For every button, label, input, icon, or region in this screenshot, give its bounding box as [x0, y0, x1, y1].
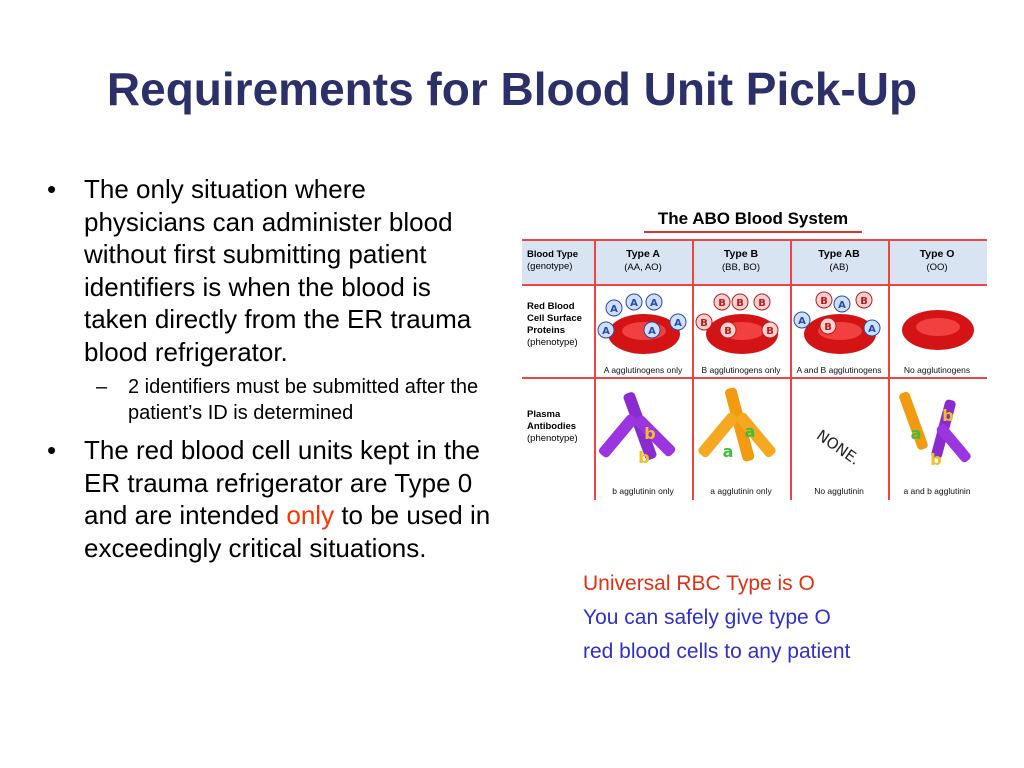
svg-text:B: B: [758, 298, 766, 309]
svg-text:A: A: [650, 298, 658, 309]
abo-blood-system-figure: The ABO Blood System Blood Type (genotyp…: [522, 205, 987, 500]
col-genotype: (OO): [926, 262, 948, 273]
svg-text:a: a: [723, 442, 734, 461]
row-label-rbc: Red Blood Cell Surface Proteins (phenoty…: [527, 301, 582, 349]
antigen-caption: A and B agglutinogens: [796, 365, 882, 375]
antibody-icon: [899, 391, 971, 463]
row-label-text: Cell Surface: [527, 313, 582, 324]
slide-title: Requirements for Blood Unit Pick-Up: [106, 63, 918, 115]
svg-text:A: A: [798, 316, 806, 327]
antibody-caption: No agglutinin: [814, 486, 864, 496]
grid-line: [522, 239, 987, 241]
antibody-caption: a agglutinin only: [710, 486, 772, 496]
grid-line: [522, 284, 987, 286]
antigen-caption: A agglutinogens only: [603, 365, 683, 375]
svg-text:B: B: [860, 296, 868, 307]
svg-text:B: B: [766, 326, 774, 337]
bullet-text-1: The only situation where physicians can …: [84, 174, 472, 367]
row-label-sub: (phenotype): [527, 337, 578, 348]
rbc-type-a-illustration: A A A A A A: [597, 293, 687, 354]
svg-text:A: A: [838, 300, 846, 311]
rbc-type-ab-illustration: B A B A B A: [793, 291, 881, 354]
row-label-text: Proteins: [527, 325, 566, 336]
col-genotype: (AB): [829, 262, 849, 273]
row-label-text: Blood Type: [527, 249, 579, 260]
col-header-type-b: Type B (BB, BO): [692, 247, 790, 275]
svg-text:B: B: [724, 326, 732, 337]
antibody-caption: a and b agglutinin: [903, 486, 971, 496]
svg-text:B: B: [824, 322, 832, 333]
note-line-3: red blood cells to any patient: [583, 640, 851, 663]
row-label-sub: (phenotype): [527, 433, 578, 444]
abo-header-row: [522, 241, 987, 284]
grid-line: [888, 239, 890, 500]
svg-text:b: b: [930, 450, 941, 469]
row-label-sub: (genotype): [527, 261, 573, 272]
svg-text:a: a: [911, 424, 922, 443]
grid-line: [790, 239, 792, 500]
svg-text:A: A: [674, 318, 682, 329]
grid-line: [692, 239, 694, 500]
svg-text:a: a: [745, 422, 756, 441]
bullet-text-2-end: to be used in exceedingly critical situa…: [84, 500, 491, 563]
svg-text:B: B: [700, 318, 708, 329]
col-header-type-a: Type A (AA, AO): [594, 247, 692, 275]
svg-text:b: b: [942, 406, 953, 425]
antigen-caption: No agglutinogens: [903, 365, 971, 375]
none-label: NONE.: [813, 426, 863, 469]
col-genotype: (BB, BO): [721, 262, 760, 273]
col-header-type-o: Type O (OO): [888, 247, 986, 275]
svg-text:A: A: [630, 298, 638, 309]
row-label-plasma: Plasma Antibodies (phenotype): [527, 409, 578, 445]
svg-text:b: b: [644, 424, 655, 443]
sub-bullet-marker: –: [96, 376, 108, 398]
bullet-item-1: • The only situation where physicians ca…: [44, 173, 494, 368]
svg-text:A: A: [868, 324, 876, 335]
note-line-2: You can safely give type O: [583, 606, 831, 629]
col-type: Type B: [723, 248, 759, 260]
col-type: Type A: [626, 248, 660, 260]
sub-bullet-text: 2 identifiers must be submitted after th…: [128, 376, 479, 424]
grid-line: [522, 377, 987, 379]
row-label-text: Plasma: [527, 409, 561, 420]
grid-line: [594, 239, 596, 500]
bullet-marker: •: [47, 174, 57, 204]
svg-text:b: b: [638, 448, 649, 467]
svg-text:B: B: [718, 298, 726, 309]
note-line-1: Universal RBC Type is O: [583, 572, 815, 595]
rbc-type-o-illustration: [902, 310, 974, 350]
row-label-text: Red Blood: [527, 301, 575, 312]
bullet-item-2: • The red blood cell units kept in the E…: [44, 434, 494, 564]
col-header-type-ab: Type AB (AB): [790, 247, 888, 275]
abo-figure-title: The ABO Blood System: [644, 205, 862, 233]
antibody-type-a-illustration: bb: [598, 392, 676, 467]
svg-text:A: A: [610, 304, 618, 315]
svg-text:A: A: [602, 326, 610, 337]
universal-donor-note: Universal RBC Type is O You can safely g…: [583, 567, 850, 669]
bullet-text-2-start: The red blood cell units kept in the ER …: [84, 435, 481, 530]
col-type: Type AB: [818, 248, 860, 260]
bullet-text-2-highlight: only: [286, 500, 335, 530]
antigen-caption: B agglutinogens only: [701, 365, 781, 375]
col-type: Type O: [919, 248, 955, 260]
svg-text:B: B: [736, 298, 744, 309]
sub-bullet-item: – 2 identifiers must be submitted after …: [44, 374, 494, 426]
antibody-type-o-illustration: abb: [899, 391, 971, 469]
svg-text:B: B: [820, 296, 828, 307]
antibody-caption: b agglutinin only: [612, 486, 674, 496]
antibody-icon: [698, 387, 776, 462]
svg-text:A: A: [648, 326, 656, 337]
row-label-blood-type: Blood Type (genotype): [527, 249, 578, 273]
abo-table: Blood Type (genotype) Red Blood Cell Sur…: [522, 239, 987, 500]
antibody-icon: [598, 392, 676, 460]
bullet-marker: •: [47, 435, 57, 465]
col-genotype: (AA, AO): [624, 262, 662, 273]
bullet-list: • The only situation where physicians ca…: [44, 173, 494, 564]
no-antibody-illustration: NONE.: [813, 426, 863, 469]
antibody-type-b-illustration: aa: [698, 387, 776, 462]
row-label-text: Antibodies: [527, 421, 577, 432]
rbc-type-b-illustration: B B B B B B: [695, 293, 779, 354]
